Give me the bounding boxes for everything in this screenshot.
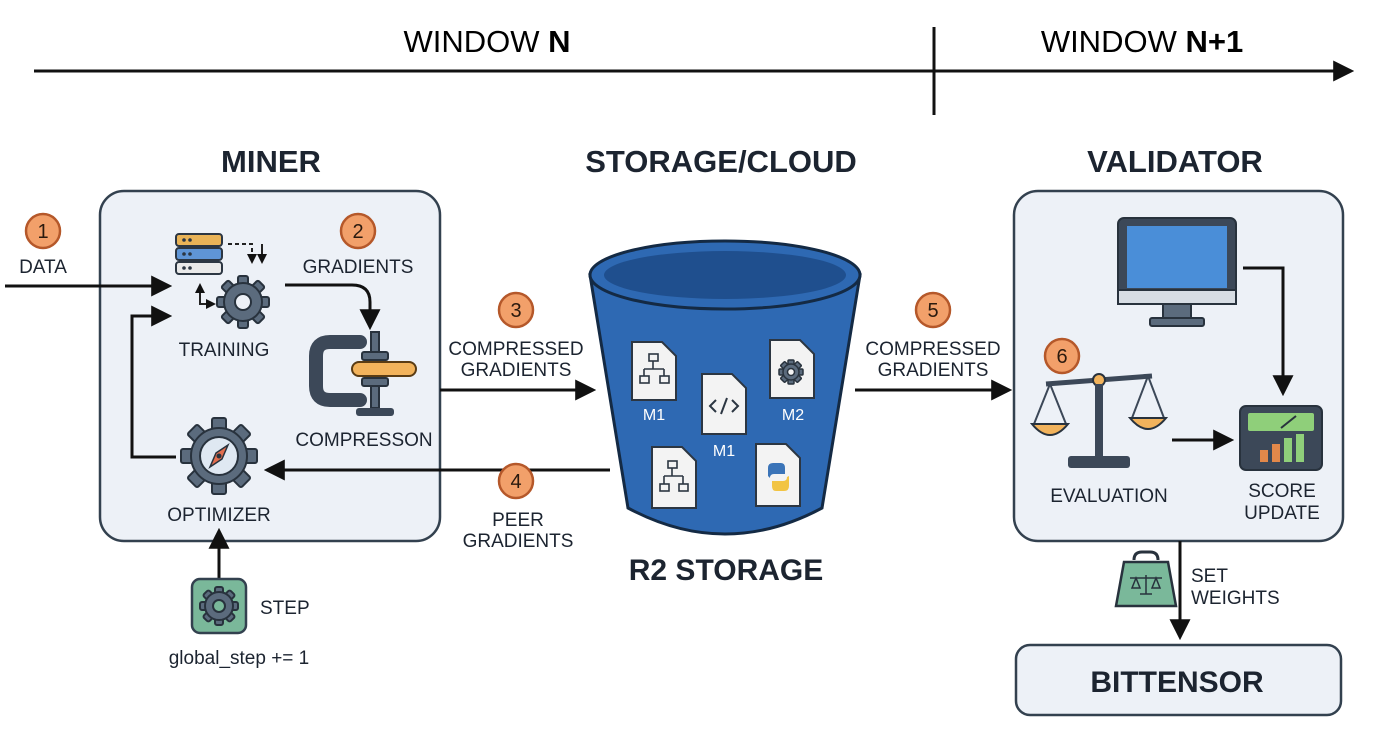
svg-text:2: 2 — [352, 221, 363, 243]
window-n-label: WINDOW N — [403, 24, 570, 59]
file-diagram-icon — [651, 446, 697, 509]
file-python-icon — [755, 443, 801, 507]
step-6-badge — [1043, 337, 1081, 375]
score-dashboard-icon — [1239, 405, 1323, 471]
compressed-gradients-label-2b: GRADIENTS — [878, 360, 989, 381]
gradients-arrow — [285, 283, 381, 331]
global-step-label: global_step += 1 — [169, 648, 310, 669]
r2-bucket: M1 M1 M2 — [588, 239, 862, 587]
training-label: TRAINING — [179, 340, 270, 361]
monitor-to-score-arrow — [1243, 266, 1294, 397]
window-n1-label: WINDOW N+1 — [1041, 24, 1243, 59]
r2-storage-label: R2 STORAGE — [629, 554, 824, 587]
step-2-badge — [339, 212, 377, 250]
svg-text:5: 5 — [927, 300, 938, 322]
step-2: 2 GRADIENTS — [303, 212, 414, 278]
compression-label: COMPRESSON — [295, 430, 432, 451]
set-weights-label-2: WEIGHTS — [1191, 588, 1280, 609]
svg-text:4: 4 — [510, 471, 521, 493]
miner-title: MINER — [221, 144, 321, 179]
timeline: WINDOW N WINDOW N+1 — [34, 24, 1355, 115]
optimizer-label: OPTIMIZER — [167, 505, 270, 526]
gradients-label: GRADIENTS — [303, 257, 414, 278]
peer-gradients-label-2: GRADIENTS — [463, 531, 574, 552]
peer-gradients-label-1: PEER — [492, 510, 544, 531]
step-5: 5 COMPRESSED GRADIENTS — [855, 291, 1013, 401]
step-gear-icon — [199, 586, 239, 626]
step-3: 3 COMPRESSED GRADIENTS — [440, 291, 597, 401]
optimizer-loop-arrow — [130, 305, 176, 459]
bittensor-label: BITTENSOR — [1090, 666, 1264, 699]
compressed-gradients-label-2: COMPRESSED — [865, 339, 1000, 360]
step-3-badge — [497, 291, 535, 329]
data-label: DATA — [19, 257, 67, 278]
step-box: STEP global_step += 1 — [169, 527, 310, 669]
step-5-badge — [914, 291, 952, 329]
optimizer-compass-gear-icon — [180, 417, 258, 495]
file-m1-b-label: M1 — [713, 443, 735, 460]
step-1-badge — [24, 212, 62, 250]
cycle-arrow-icon — [228, 243, 257, 264]
bittensor-box: BITTENSOR — [1014, 643, 1343, 717]
storage-title: STORAGE/CLOUD — [585, 144, 857, 179]
validator-title: VALIDATOR — [1087, 144, 1263, 179]
score-label-1: SCORE — [1248, 481, 1316, 502]
step-1: 1 DATA — [5, 212, 173, 297]
clamp-icon — [309, 331, 417, 416]
file-m2-label: M2 — [782, 407, 804, 424]
step-4: 4 PEER GRADIENTS — [263, 459, 610, 552]
step-label: STEP — [260, 598, 310, 619]
compressed-gradients-label-1b: GRADIENTS — [461, 360, 572, 381]
file-m1-a-label: M1 — [643, 407, 665, 424]
score-label-2: UPDATE — [1244, 503, 1320, 524]
validator-panel: 6 EVALUATION SCORE UPDATE — [1012, 189, 1345, 543]
training-gear-icon — [216, 275, 270, 329]
evaluation-label: EVALUATION — [1050, 486, 1168, 507]
svg-text:1: 1 — [37, 221, 48, 243]
miner-panel: TRAINING COMPRESSON — [98, 189, 442, 543]
compressed-gradients-label-1: COMPRESSED — [448, 339, 583, 360]
step-4-badge — [497, 462, 535, 500]
set-weights-label-1: SET — [1191, 566, 1228, 587]
server-stack-icon — [175, 233, 223, 275]
set-weights: SET WEIGHTS — [1114, 541, 1280, 641]
monitor-icon — [1117, 217, 1237, 327]
scale-icon — [1029, 373, 1169, 468]
file-code-icon — [701, 373, 747, 435]
file-m1-diagram-icon — [631, 341, 677, 401]
svg-text:6: 6 — [1056, 346, 1067, 368]
weight-icon — [1114, 550, 1178, 608]
file-m2-gear-icon — [769, 339, 815, 399]
svg-text:3: 3 — [510, 300, 521, 322]
